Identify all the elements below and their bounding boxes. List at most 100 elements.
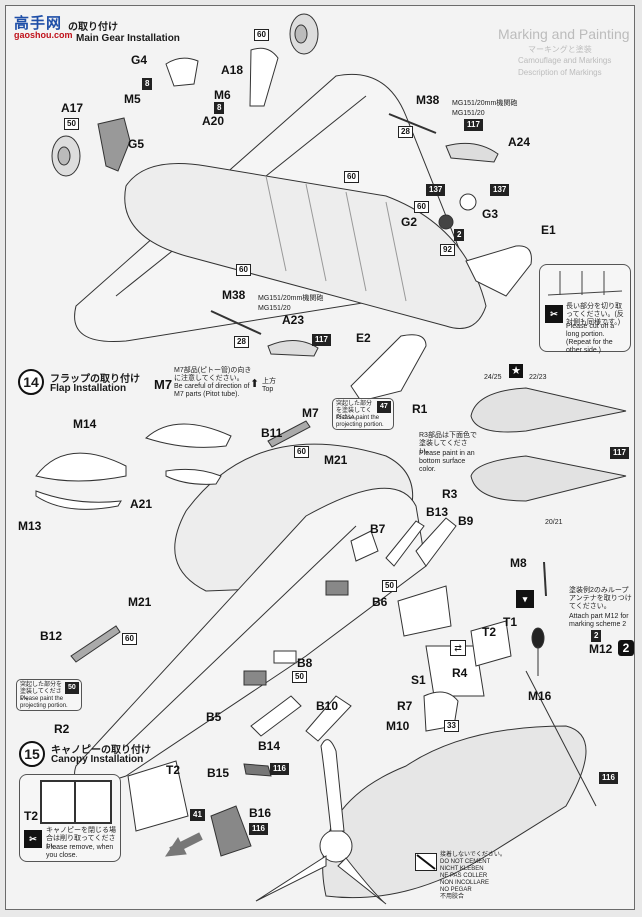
step15-title-en: Canopy Installation	[51, 754, 144, 765]
top-direction-jp: 上方	[262, 378, 276, 385]
part-label-B11: B11	[261, 426, 283, 440]
part-label-R3: R3	[442, 487, 458, 501]
part-label-G5: G5	[128, 137, 145, 151]
paint-code: 116	[599, 772, 618, 784]
cut-icon: ✂	[24, 830, 42, 848]
part-label-B5: B5	[206, 710, 222, 724]
canopy-frame-divider	[74, 782, 76, 822]
part-label-R7: R7	[397, 699, 413, 713]
step14-title-en: Flap Installation	[50, 383, 127, 394]
ghost-line-2: Camouflage and Markings	[518, 56, 612, 65]
paint-code: 137	[426, 184, 446, 196]
gun-note-jp-mid: MG151/20mm機関砲	[258, 295, 324, 302]
part-label-G3: G3	[482, 207, 499, 221]
site-logo-url: gaoshou.com	[14, 30, 73, 40]
part-label-M7-note: M7	[154, 377, 173, 392]
part-label-B7: B7	[370, 522, 386, 536]
no-cement-line: NICHT KLEBEN	[440, 866, 484, 872]
paint-code: 2	[591, 630, 602, 642]
step-number-15: 15	[19, 741, 45, 767]
part-label-B12: B12	[40, 629, 63, 643]
part-label-M16: M16	[528, 689, 552, 703]
cut-icon: ✂	[545, 305, 563, 323]
part-label-R4: R4	[452, 666, 468, 680]
ghost-line-3: Description of Markings	[518, 68, 602, 77]
paint-code: 8	[142, 78, 153, 90]
up-arrow-icon: ⬆	[250, 378, 260, 390]
decal-number: 20/21	[545, 519, 563, 526]
cut-note-jp: 長い部分を切り取ってください。(反対側も同様です。)	[566, 303, 624, 326]
step-number-14: 14	[18, 369, 44, 395]
part-label-G4: G4	[131, 53, 148, 67]
no-cement-line: NE PAS COLLER	[440, 873, 488, 879]
part-label-B8: B8	[297, 656, 313, 670]
no-cement-jp: 接着しないでください。	[440, 852, 506, 858]
part-label-M10: M10	[386, 719, 410, 733]
step15-title-jp: キャノピーの取り付け	[51, 745, 151, 756]
no-cement-slash	[416, 854, 436, 870]
paint-code: 117	[610, 447, 629, 459]
paint-code: 117	[464, 119, 483, 131]
part-label-E2: E2	[356, 331, 371, 345]
paint-code: 28	[234, 336, 249, 348]
site-logo: 高手网	[14, 15, 63, 32]
gun-note-en-top: MG151/20	[452, 110, 485, 117]
cut-note-callout: ✂ 長い部分を切り取ってください。(反対側も同様です。) Please cut …	[539, 264, 631, 354]
paint-code: 33	[444, 720, 459, 732]
no-cement-icon	[415, 853, 437, 871]
r3-note-jp: R3部品は下面色で塗装してください。	[419, 432, 477, 455]
instruction-sheet: 高手网 gaoshou.com の取り付け Main Gear Installa…	[5, 5, 635, 910]
decal-number: 24/25	[484, 374, 502, 381]
step13-title-jp: の取り付け	[68, 22, 118, 33]
forward-fuselage	[322, 725, 587, 899]
part-label-M6: M6	[214, 88, 231, 102]
part-label-B15: B15	[207, 766, 230, 780]
canopy-note-en: Please remove, when you close.	[46, 844, 114, 859]
part-label-B13: B13	[426, 505, 449, 519]
m12-note-jp: 塗装例2のみループアンテナを取りつけてください。	[569, 587, 632, 610]
step13-title-en: Main Gear Installation	[76, 33, 180, 44]
paint-code: 50	[64, 118, 79, 130]
paint-projecting-en: Please paint the projecting portion.	[20, 696, 68, 709]
balkenkreuz-star-icon: ★	[509, 364, 523, 378]
part-label-A20: A20	[202, 114, 225, 128]
part-label-A24: A24	[508, 135, 531, 149]
m12-note-en: Attach part M12 for marking scheme 2	[569, 613, 629, 628]
marking-scheme-badge: 2	[618, 640, 634, 656]
part-label-M13: M13	[18, 519, 42, 533]
canopy-frame-diagram	[40, 780, 112, 824]
assembly-line-art	[35, 13, 627, 905]
ghost-line-1: マーキングと塗装	[528, 45, 592, 54]
paint-code: 92	[440, 244, 455, 256]
part-label-R1: R1	[412, 402, 428, 416]
part-label-M21-top: M21	[324, 453, 348, 467]
paint-code: 60	[344, 171, 359, 183]
fuselage-top	[124, 163, 487, 329]
top-direction-en: Top	[262, 386, 274, 393]
step14-title-jp: フラップの取り付け	[50, 374, 140, 385]
paint-code: 50	[292, 671, 307, 683]
no-cement-line: NON INCOLLARE	[440, 880, 490, 886]
cut-tab-icon: ▾	[516, 590, 534, 608]
part-label-S1: S1	[411, 673, 426, 687]
decal-number: 22/23	[529, 374, 547, 381]
part-label-B14: B14	[258, 739, 281, 753]
paint-code: 28	[398, 126, 413, 138]
decal-view-lower	[470, 455, 627, 502]
paint-code: 117	[312, 334, 331, 346]
paint-projecting-callout-low: 突起した部分を塗装してください。 Please paint the projec…	[16, 679, 82, 711]
part-label-M38-top: M38	[416, 93, 440, 107]
paint-code: 50	[382, 580, 397, 592]
paint-code: 60	[294, 446, 309, 458]
part-label-A18: A18	[221, 63, 244, 77]
canopy-note-jp: キャノピーを閉じる場合は削り取ってください。	[46, 827, 116, 850]
paint-code: 47	[377, 401, 391, 413]
part-label-M5: M5	[124, 92, 141, 106]
no-cement-line: NO PEGAR	[440, 887, 472, 893]
ghost-title: Marking and Painting	[498, 26, 630, 42]
paint-code: 137	[490, 184, 510, 196]
part-label-R2: R2	[54, 722, 70, 736]
reverse-side-icon: ⇄	[450, 640, 466, 656]
paint-code: 50	[65, 682, 79, 694]
part-label-M38-mid: M38	[222, 288, 246, 302]
